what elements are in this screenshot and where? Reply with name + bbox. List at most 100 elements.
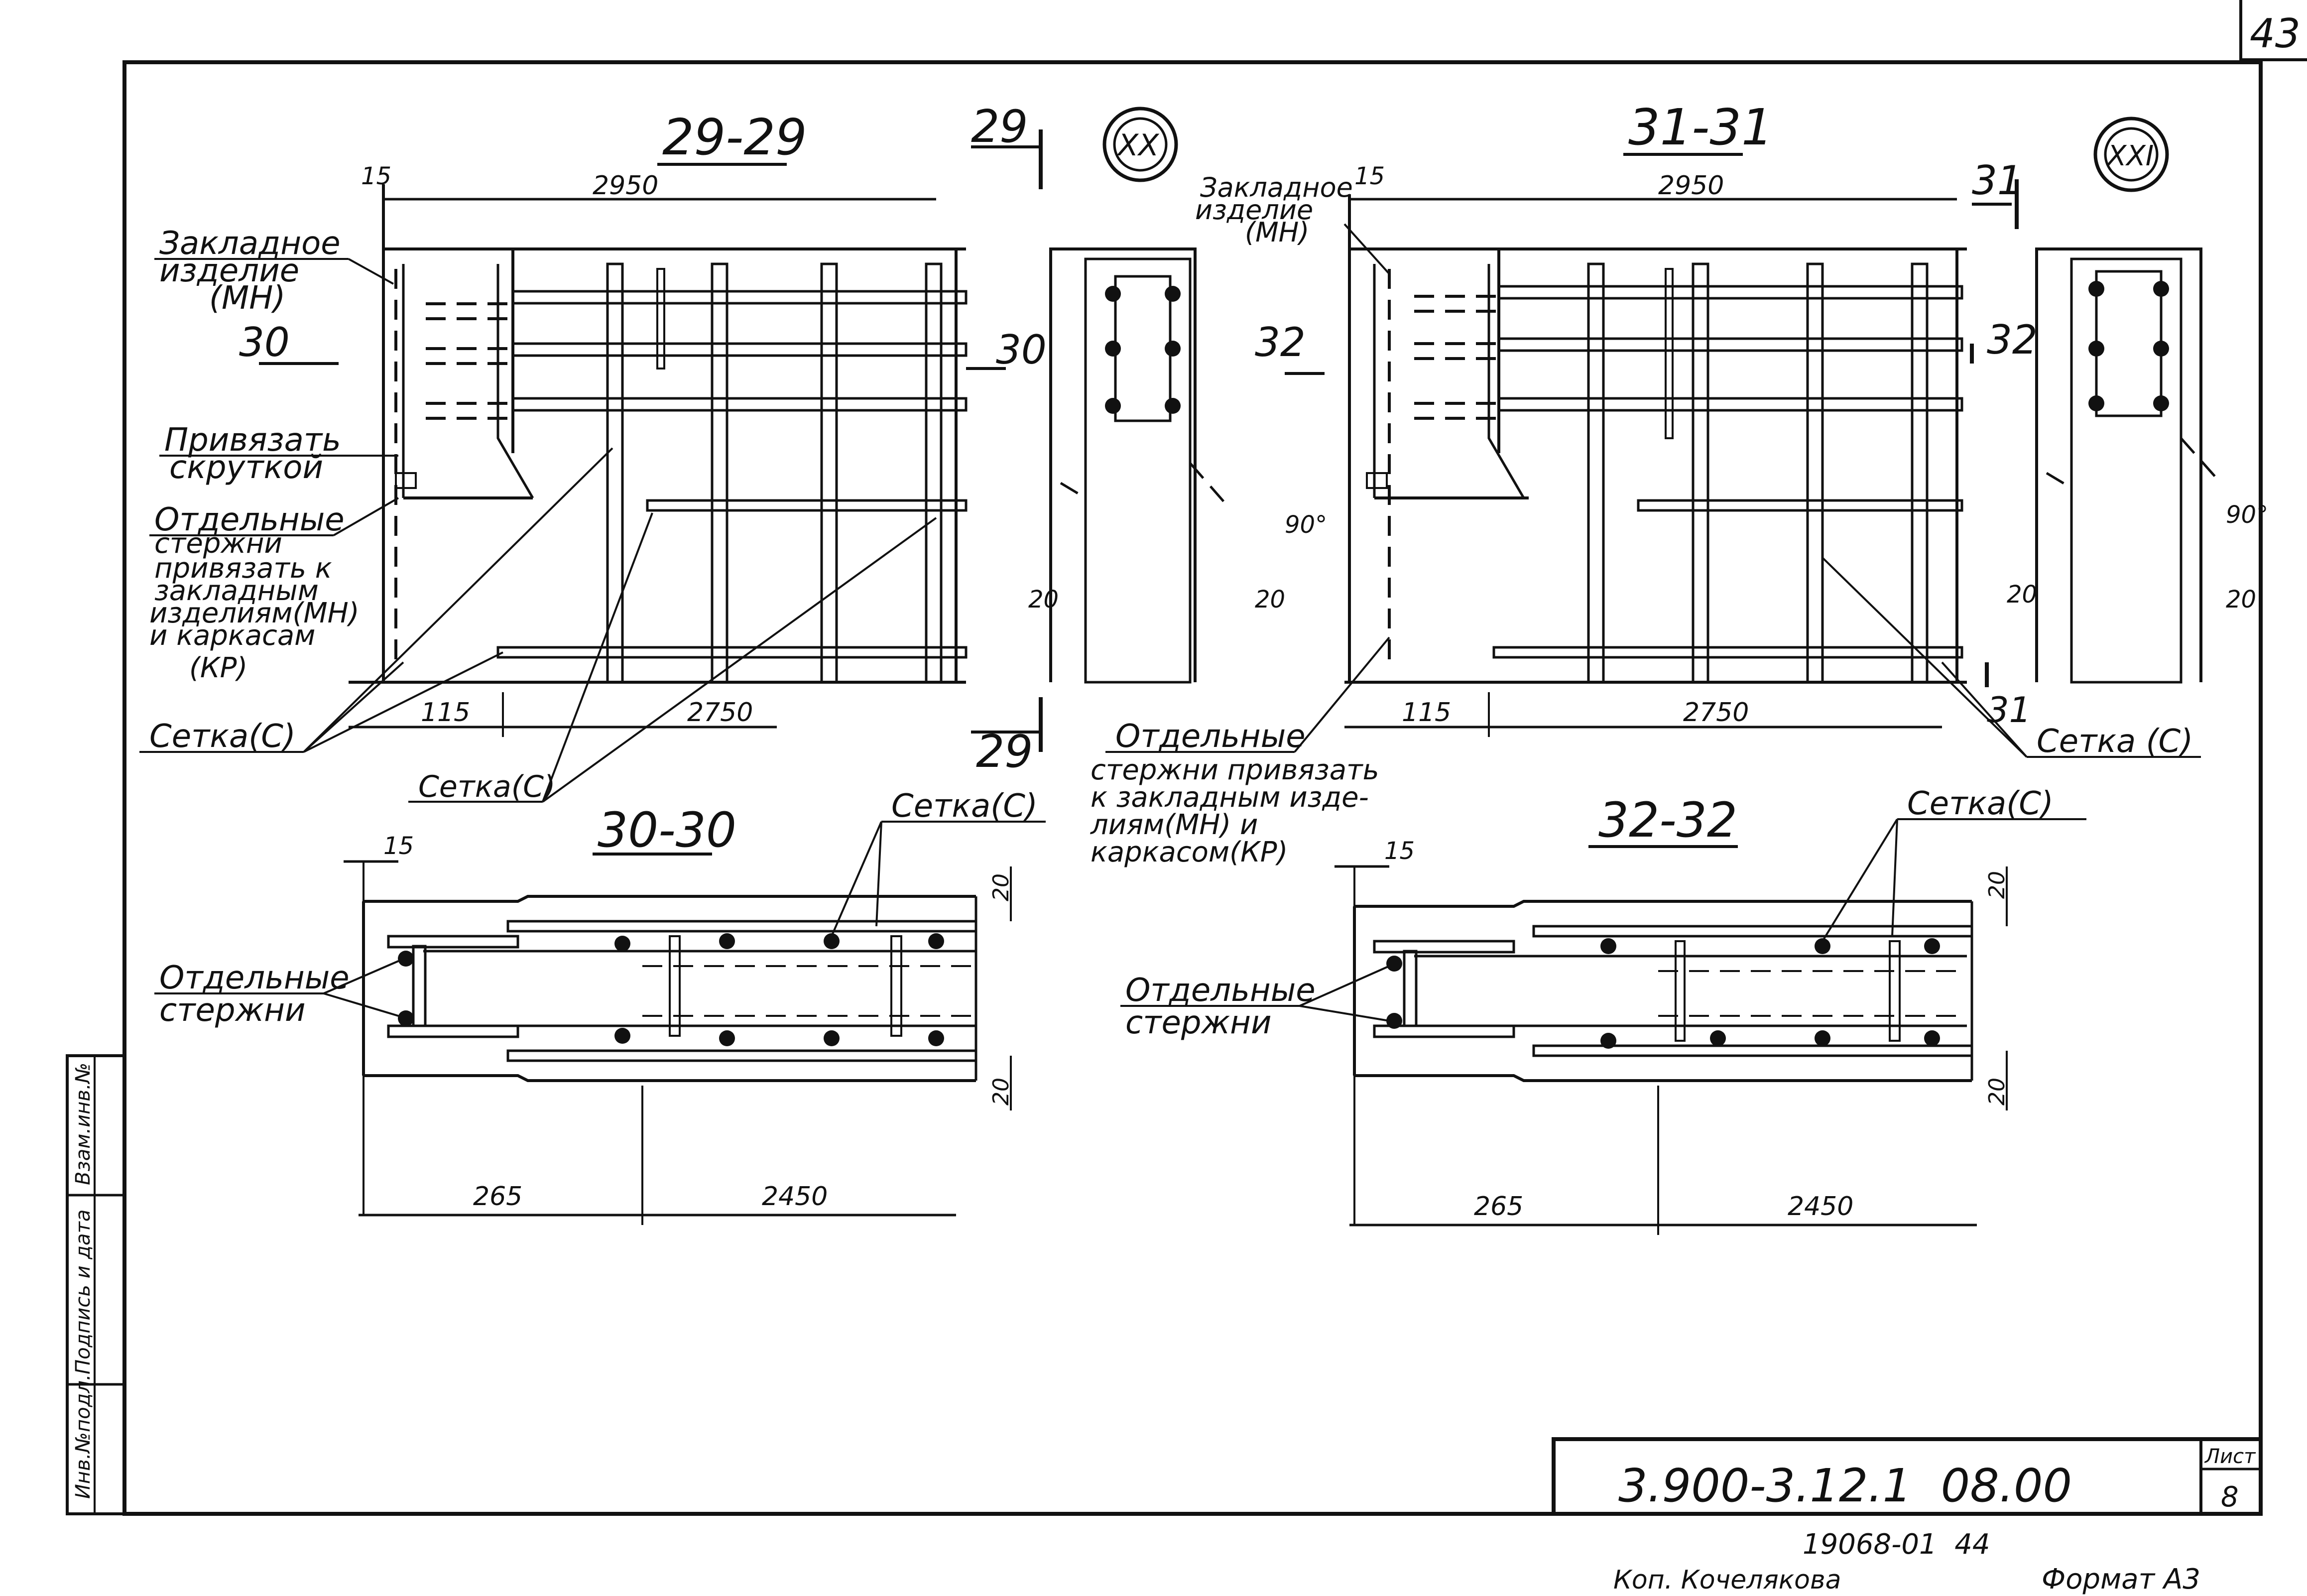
vertical-bars [395, 262, 943, 684]
stamp-signature-date: Подпись и дата [72, 1210, 95, 1374]
section-30-30: 30-30 15 265 2450 20 20 Сетка(С) [154, 788, 1046, 1225]
dim-20-bottom-32: 20 [1984, 1078, 2010, 1105]
archive-number: 19068-01 44 [1803, 1528, 1990, 1561]
label-bars-7: (КР) [189, 652, 247, 684]
horizontal-bars [496, 290, 968, 659]
drawing-frame: 43 [122, 0, 2307, 1516]
section-30-title: 30-30 [598, 802, 736, 858]
dim-20-top-30: 20 [988, 873, 1014, 901]
dim-20-left: 20 [1028, 586, 1059, 614]
labels-31: Закладное изделие (МН) Отдельные стержни… [1090, 172, 2201, 868]
label-bars-4: закладным [154, 575, 319, 607]
label-bars-30-2: стержни [159, 992, 306, 1029]
dimensions-31: 15 2950 115 2750 [1344, 162, 1957, 737]
cut-30-left: 30 [239, 319, 290, 366]
label-tie-1: Привязать [164, 422, 341, 459]
label-bars-31-4: лиям(МН) и [1090, 809, 1258, 841]
dim-2450: 2450 [762, 1182, 828, 1212]
doc-code: 3.900-3.12.1 08.00 [1618, 1459, 2072, 1512]
label-embedded-3: (МН) [209, 280, 285, 317]
dim-265: 265 [473, 1182, 522, 1212]
dim-15-31: 15 [1354, 162, 1385, 190]
label-bars-31-1: Отдельные [1115, 718, 1306, 755]
dimensions-29: 15 2950 115 2750 [349, 162, 936, 737]
label-embedded-1: Закладное [159, 225, 341, 262]
label-bars-3: привязать к [154, 552, 332, 585]
dim-2750: 2750 [687, 698, 753, 728]
vertical-bars-31 [1366, 262, 1929, 684]
node-XX: XX [1102, 107, 1178, 182]
label-bars-5: изделиям(МН) [149, 597, 360, 629]
node-XXI: XXI [2093, 117, 2169, 192]
label-bars-31-3: к закладным изде- [1091, 781, 1369, 814]
stamp-replaced-inv: Взам.инв.№ [72, 1063, 95, 1185]
label-mesh-2: Сетка(С) [418, 769, 555, 804]
sheet-number: 8 [2221, 1481, 2239, 1513]
embedded-item-dashed [394, 269, 513, 662]
wall-outline [349, 184, 966, 684]
dim-265-32: 265 [1474, 1192, 1523, 1222]
label-embedded-31-1: Закладное [1200, 172, 1353, 203]
sheet-label: Лист [2204, 1445, 2256, 1468]
section-29-29: 29-29 [139, 101, 1327, 804]
section-32-32: 32-32 15 265 2450 20 20 Сетка(С) [1120, 785, 2086, 1235]
cut-29-bottom: 29 [976, 726, 1033, 778]
labels-29: Закладное изделие (МН) Привязать скрутко… [139, 225, 937, 804]
stamp-inv-number: Инв.№подл. [72, 1374, 95, 1499]
node-XX-label: XX [1116, 128, 1160, 163]
dim-20-top-32: 20 [1984, 871, 2010, 899]
dim-15: 15 [361, 162, 391, 190]
cut-32-side: 32 [1987, 317, 2038, 363]
dim-115: 115 [421, 698, 470, 728]
label-mesh-1: Сетка(С) [149, 718, 296, 755]
label-bars-31-5: каркасом(КР) [1091, 836, 1288, 868]
node-XXI-label: XXI [2106, 140, 2154, 172]
cut-30-side: 30 [996, 327, 1047, 373]
label-bars-1: Отдельные [154, 501, 345, 538]
dim-2750-31: 2750 [1683, 698, 1749, 728]
dim-15-30: 15 [383, 832, 414, 860]
section-31-title: 31-31 [1628, 98, 1773, 156]
detail-XX: 90° 20 20 [1028, 247, 1327, 684]
label-embedded-31-2: изделие [1195, 194, 1313, 226]
label-embedded-31-3: (МН) [1245, 217, 1309, 248]
horizontal-bars-31 [1492, 285, 1963, 659]
dim-20-left-31: 20 [2007, 581, 2037, 609]
angle-90-31: 90° [2226, 501, 2268, 529]
section-29-title: 29-29 [662, 108, 807, 166]
label-mesh-31: Сетка (С) [2037, 723, 2193, 760]
side-stamp: Инв.№подл. Подпись и дата Взам.инв.№ [66, 1054, 126, 1515]
dim-2950: 2950 [593, 171, 658, 201]
dim-15-32: 15 [1384, 837, 1415, 865]
page-number: 43 [2250, 10, 2301, 57]
dim-115-31: 115 [1402, 698, 1451, 728]
dim-2950-31: 2950 [1658, 171, 1724, 201]
cut-markers-29: 29 29 30 30 [239, 101, 1047, 778]
cut-29-top: 29 [971, 101, 1028, 153]
wall-outline-31 [1344, 194, 1967, 684]
cut-31-bottom: 31 [1987, 690, 2031, 731]
dim-2450-32: 2450 [1788, 1192, 1853, 1222]
embedded-item-dashed-31 [1388, 269, 1499, 662]
label-bars-2: стержни [154, 527, 282, 560]
copied-by: Коп. Кочелякова [1613, 1565, 1841, 1595]
angle-90: 90° [1285, 511, 1327, 539]
cut-32-left: 32 [1255, 319, 1306, 366]
title-block: 3.900-3.12.1 08.00 Лист 8 19068-01 44 Ко… [1552, 1437, 2263, 1596]
cut-31-top: 31 [1972, 157, 2023, 204]
detail-XXI: 90° 20 20 [2007, 247, 2268, 684]
label-mesh-30: Сетка(С) [891, 788, 1038, 825]
label-bars-32-1: Отдельные [1125, 972, 1316, 1009]
dim-20-right: 20 [1255, 586, 1285, 614]
cut-markers-31: 31 31 32 32 [1255, 157, 2038, 731]
dim-20-bottom-30: 20 [988, 1078, 1014, 1105]
label-mesh-32: Сетка(С) [1907, 785, 2054, 822]
label-bars-30-1: Отдельные [159, 960, 350, 996]
label-bars-6: и каркасам [149, 619, 315, 652]
dim-20-right-31: 20 [2226, 586, 2256, 614]
label-bars-31-2: стержни привязать [1091, 754, 1379, 786]
section-32-title: 32-32 [1598, 792, 1737, 848]
label-bars-32-2: стержни [1125, 1004, 1272, 1041]
section-31-31: 31-31 [1090, 98, 2268, 868]
